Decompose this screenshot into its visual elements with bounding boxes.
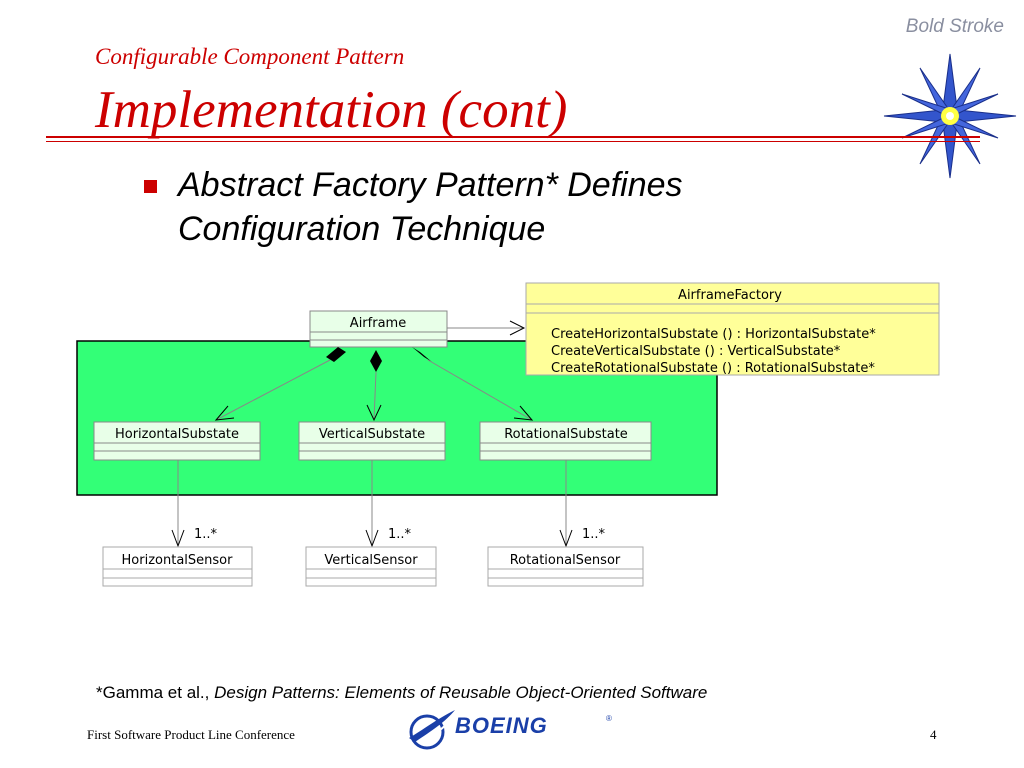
airframe-factory-class: AirframeFactory CreateHorizontalSubstate… (525, 282, 940, 376)
airframe-class: Airframe (309, 310, 448, 348)
factory-method-1: CreateHorizontalSubstate () : Horizontal… (551, 327, 876, 342)
horizontal-sensor-label: HorizontalSensor (122, 553, 234, 568)
multiplicity-label-rotational: 1..* (582, 527, 606, 542)
substate-container (76, 340, 718, 496)
page-number: 4 (930, 727, 937, 742)
composition-diamond-right (412, 347, 432, 362)
composition-diamond-center (370, 350, 382, 372)
rotational-sensor-class: RotationalSensor (487, 546, 644, 587)
star-burst-icon (883, 53, 1017, 179)
horizontal-substate-class: HorizontalSubstate (93, 421, 261, 461)
footer-conference: First Software Product Line Conference (87, 727, 295, 742)
bullet-line-1: Abstract Factory Pattern* Defines (178, 166, 683, 204)
bullet-square-icon (144, 180, 157, 193)
slide-subtitle: Configurable Component Pattern (95, 44, 405, 69)
boeing-logo-icon (409, 710, 455, 750)
slide-title: Implementation (cont) (95, 81, 568, 139)
footnote-book-title: Design Patterns: Elements of Reusable Ob… (214, 683, 708, 702)
footnote-prefix: *Gamma et al., (96, 683, 215, 702)
multiplicity-label-vertical: 1..* (388, 527, 412, 542)
factory-name: AirframeFactory (678, 288, 782, 303)
boeing-wordmark: BOEING (455, 713, 548, 738)
rotational-substate-class: RotationalSubstate (479, 421, 652, 461)
rotational-sensor-label: RotationalSensor (510, 553, 621, 568)
registered-mark: ® (606, 714, 612, 723)
vertical-sensor-class: VerticalSensor (305, 546, 437, 587)
title-rule (46, 136, 980, 138)
horizontal-substate-label: HorizontalSubstate (115, 427, 239, 442)
footnote: *Gamma et al., Design Patterns: Elements… (96, 683, 707, 703)
sensor-links (171, 460, 573, 548)
brand-label: Bold Stroke (905, 16, 1004, 37)
vertical-substate-class: VerticalSubstate (298, 421, 446, 461)
bullet-text: Abstract Factory Pattern* Defines Config… (178, 163, 683, 251)
airframe-label: Airframe (350, 316, 406, 331)
factory-dependency-arrow (447, 320, 526, 336)
composition-diamond-left (326, 347, 346, 362)
composition-links (214, 359, 534, 422)
uml-diagram: Airframe AirframeFactory CreateHorizonta… (76, 282, 940, 587)
multiplicity-label-horizontal: 1..* (194, 527, 218, 542)
title-rule-thin (46, 141, 980, 142)
rotational-substate-label: RotationalSubstate (504, 427, 628, 442)
factory-method-3: CreateRotationalSubstate () : Rotational… (551, 361, 875, 376)
bullet-line-2: Configuration Technique (178, 210, 546, 248)
vertical-substate-label: VerticalSubstate (319, 427, 425, 442)
vertical-sensor-label: VerticalSensor (324, 553, 418, 568)
horizontal-sensor-class: HorizontalSensor (102, 546, 253, 587)
factory-method-2: CreateVerticalSubstate () : VerticalSubs… (551, 344, 841, 359)
